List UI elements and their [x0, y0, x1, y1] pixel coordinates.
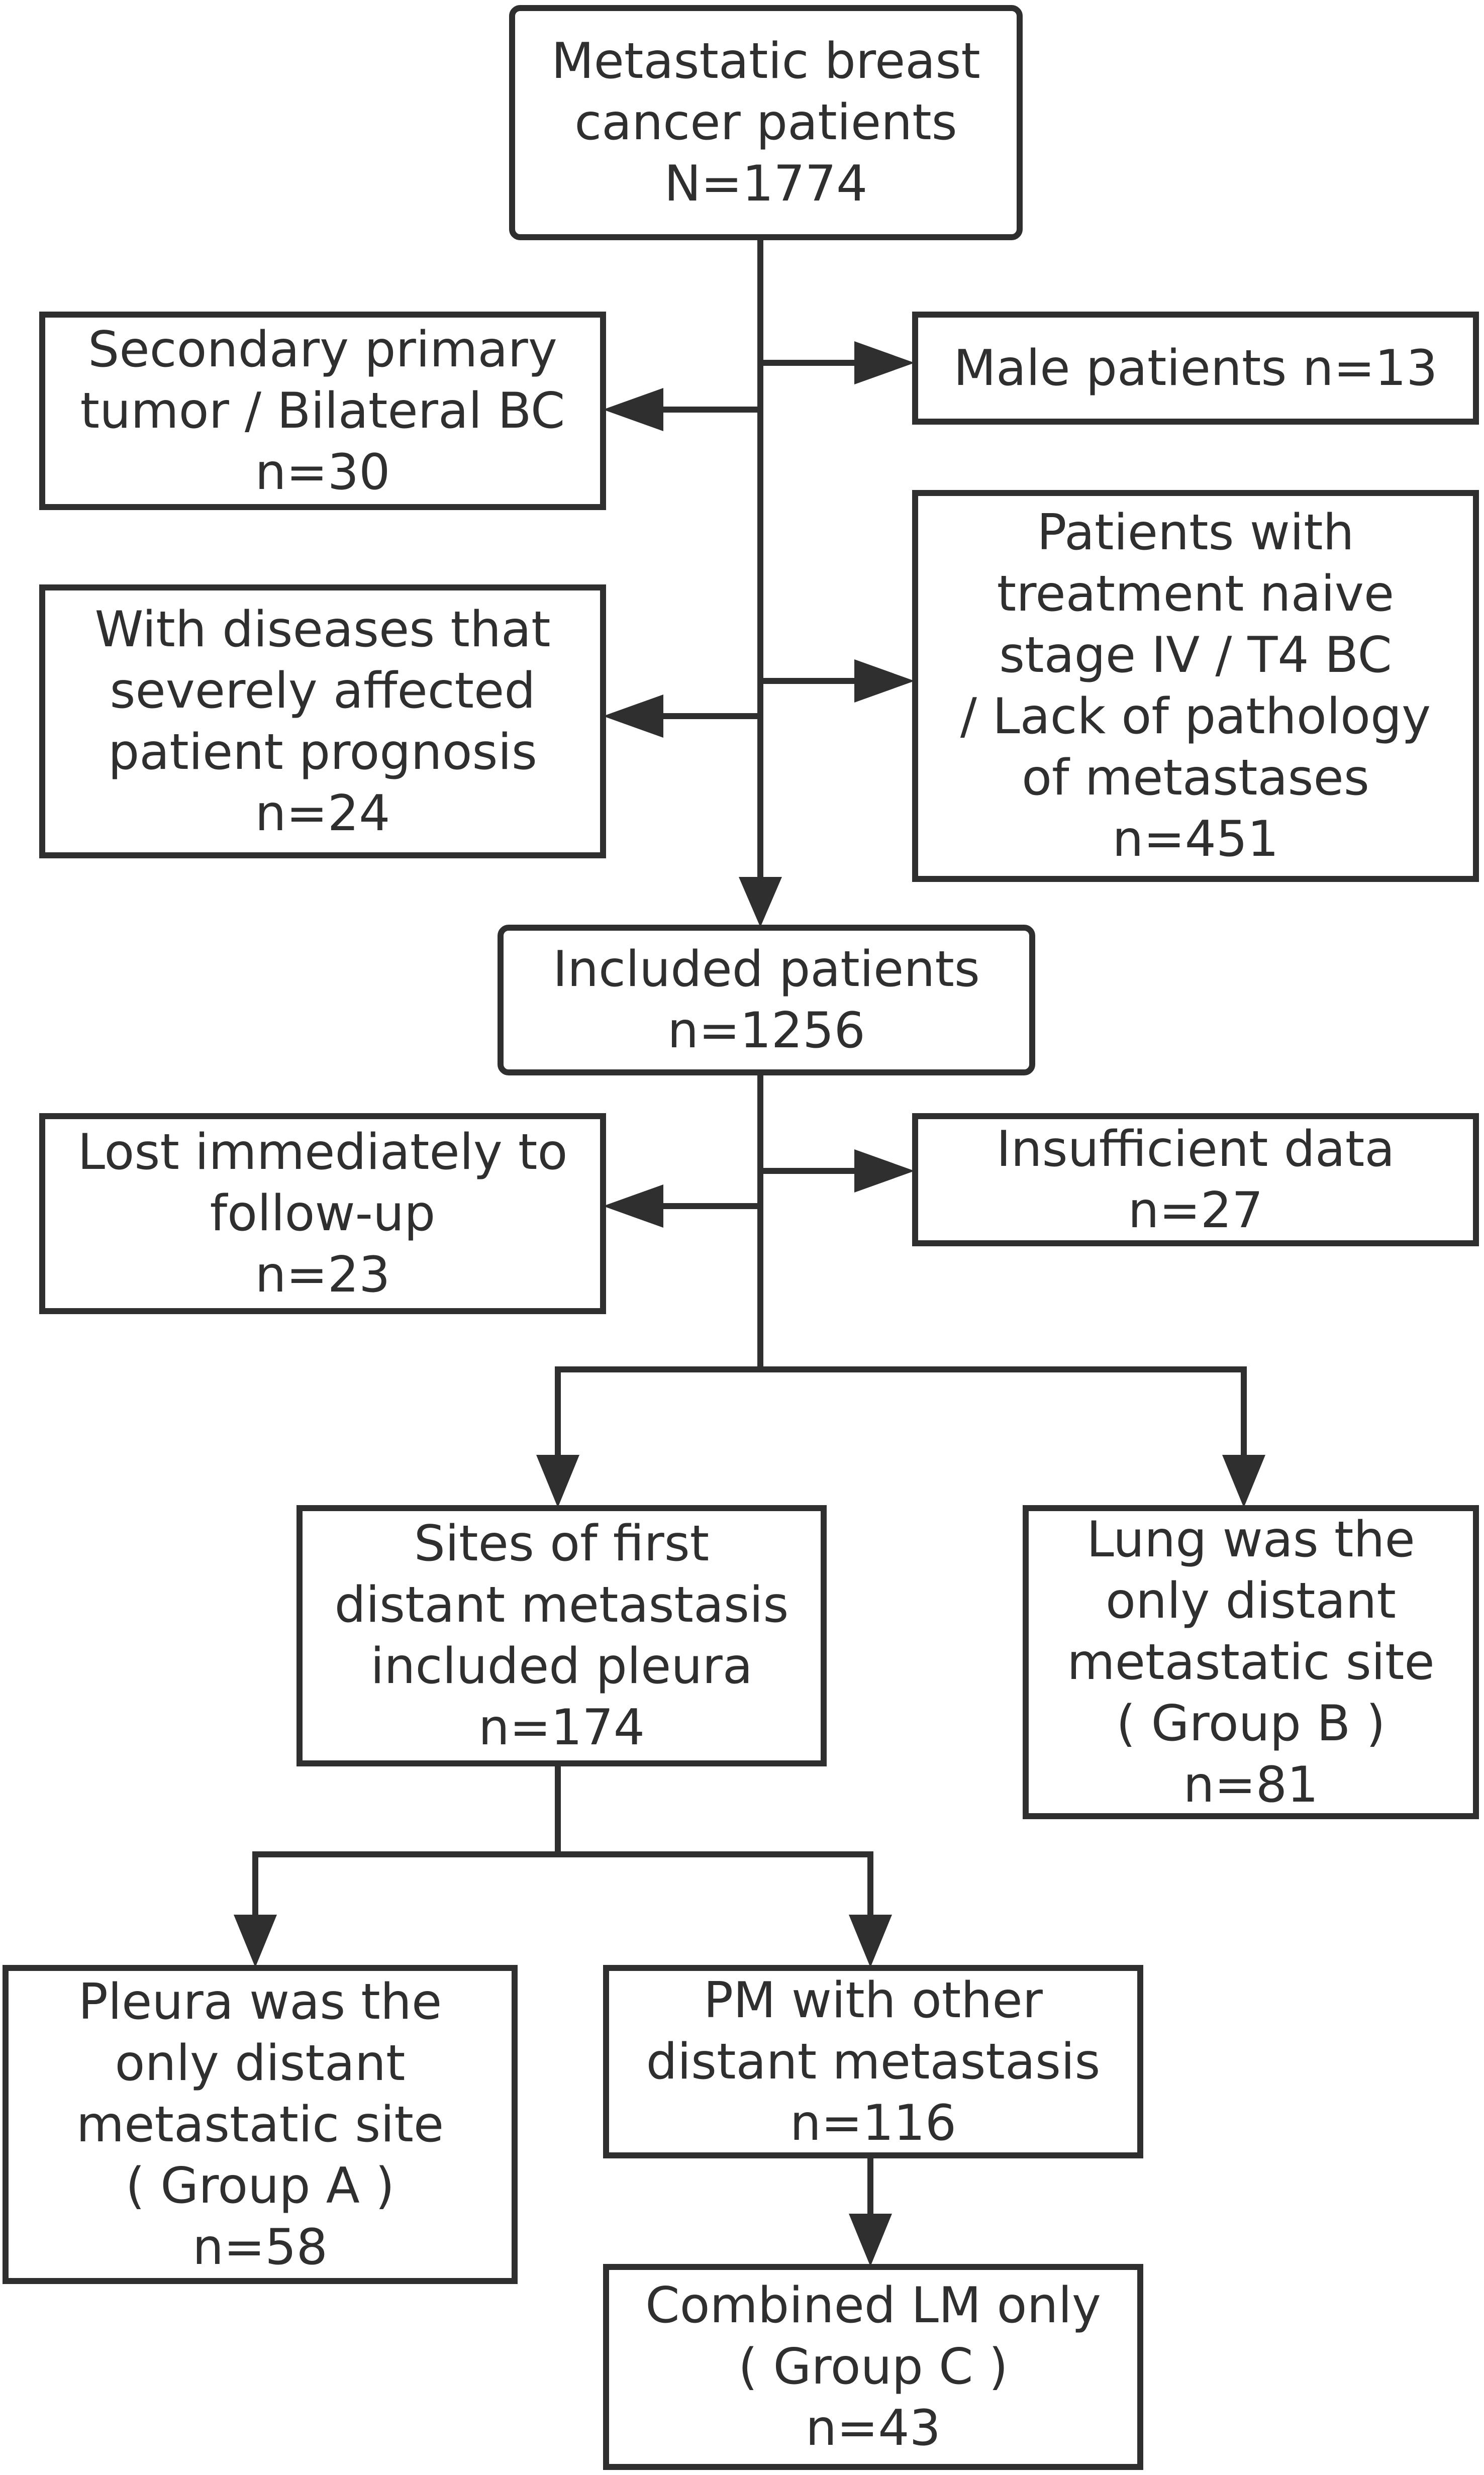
box-line: n=58 [192, 2218, 328, 2276]
box-line: / Lack of pathology [960, 688, 1431, 745]
box-line: n=81 [1183, 1756, 1319, 1814]
box-lost-to-follow-up: Lost immediately to follow-up n=23 [39, 1113, 606, 1314]
box-line: n=27 [1128, 1181, 1263, 1239]
box-line: Male patients n=13 [953, 339, 1438, 397]
box-line: Pleura was the [78, 1973, 442, 2031]
box-line: Included patients [553, 941, 980, 998]
box-included-patients: Included patients n=1256 [498, 925, 1035, 1075]
box-line: treatment naive [997, 565, 1395, 623]
box-line: tumor / Bilateral BC [80, 382, 565, 440]
box-line: included pleura [370, 1638, 753, 1695]
box-line: stage IV / T4 BC [999, 627, 1392, 684]
box-line: Sites of first [414, 1515, 710, 1572]
box-lung-only-group-b: Lung was the only distant metastatic sit… [1023, 1505, 1479, 1819]
arrowhead-to-insufficient [854, 1149, 915, 1193]
box-line: Combined LM only [645, 2277, 1101, 2334]
box-line: n=1256 [667, 1002, 865, 1059]
box-line: severely affected [110, 662, 536, 720]
box-pleura-sites: Sites of first distant metastasis includ… [296, 1505, 827, 1766]
box-line: Secondary primary [88, 321, 557, 378]
box-metastatic-breast-cancer: Metastatic breast cancer patients N=1774 [509, 5, 1023, 240]
arrowhead-to-pleura-only [234, 1915, 277, 1967]
arrowhead-to-secondary [603, 388, 663, 431]
box-line: n=23 [255, 1246, 390, 1304]
box-pleura-only-group-a: Pleura was the only distant metastatic s… [3, 1965, 518, 2284]
arrowhead-to-pm-other [849, 1915, 892, 1967]
box-treatment-naive: Patients with treatment naive stage IV /… [912, 490, 1479, 882]
arrowhead-to-combined-lm [849, 2214, 892, 2266]
box-line: n=451 [1112, 811, 1279, 868]
box-line: metastatic site [76, 2096, 444, 2153]
arrowhead-to-lost [603, 1184, 663, 1228]
box-line: follow-up [210, 1185, 436, 1242]
box-line: patient prognosis [108, 723, 537, 781]
box-line: Lost immediately to [77, 1124, 568, 1181]
box-male-patients: Male patients n=13 [912, 312, 1479, 425]
box-insufficient-data: Insufficient data n=27 [912, 1113, 1479, 1246]
box-line: n=24 [255, 784, 390, 842]
box-line: only distant [1106, 1572, 1396, 1630]
box-line: n=43 [806, 2400, 941, 2457]
arrowhead-to-pleura-sites [536, 1455, 579, 1508]
box-line: only distant [115, 2034, 406, 2092]
box-pm-other-metastasis: PM with other distant metastasis n=116 [603, 1965, 1143, 2158]
box-secondary-primary-tumor: Secondary primary tumor / Bilateral BC n… [39, 312, 606, 510]
box-line: ( Group B ) [1116, 1695, 1386, 1752]
box-line: Patients with [1037, 504, 1354, 561]
box-line: ( Group C ) [738, 2338, 1008, 2396]
box-line: distant metastasis [334, 1576, 789, 1634]
arrowhead-to-male [854, 341, 915, 384]
arrowhead-to-diseases [603, 695, 663, 738]
box-line: Metastatic breast [551, 33, 980, 90]
box-line: n=116 [789, 2094, 957, 2152]
box-line: cancer patients [574, 94, 957, 151]
box-line: ( Group A ) [125, 2157, 395, 2215]
arrowhead-to-lung-only [1222, 1455, 1265, 1508]
box-line: of metastases [1022, 749, 1369, 807]
box-line: With diseases that [94, 601, 551, 658]
box-line: n=30 [255, 443, 390, 501]
box-line: N=1774 [664, 155, 868, 213]
box-line: Insufficient data [996, 1120, 1395, 1178]
box-severe-diseases: With diseases that severely affected pat… [39, 584, 606, 858]
arrowhead-to-treatment [854, 659, 915, 703]
box-line: distant metastasis [646, 2033, 1101, 2091]
box-line: n=174 [478, 1699, 645, 1756]
box-line: Lung was the [1086, 1511, 1415, 1568]
box-line: metastatic site [1067, 1633, 1435, 1691]
box-line: PM with other [704, 1971, 1043, 2029]
box-combined-lm-group-c: Combined LM only ( Group C ) n=43 [603, 2264, 1143, 2470]
arrowhead-to-included [739, 877, 782, 927]
